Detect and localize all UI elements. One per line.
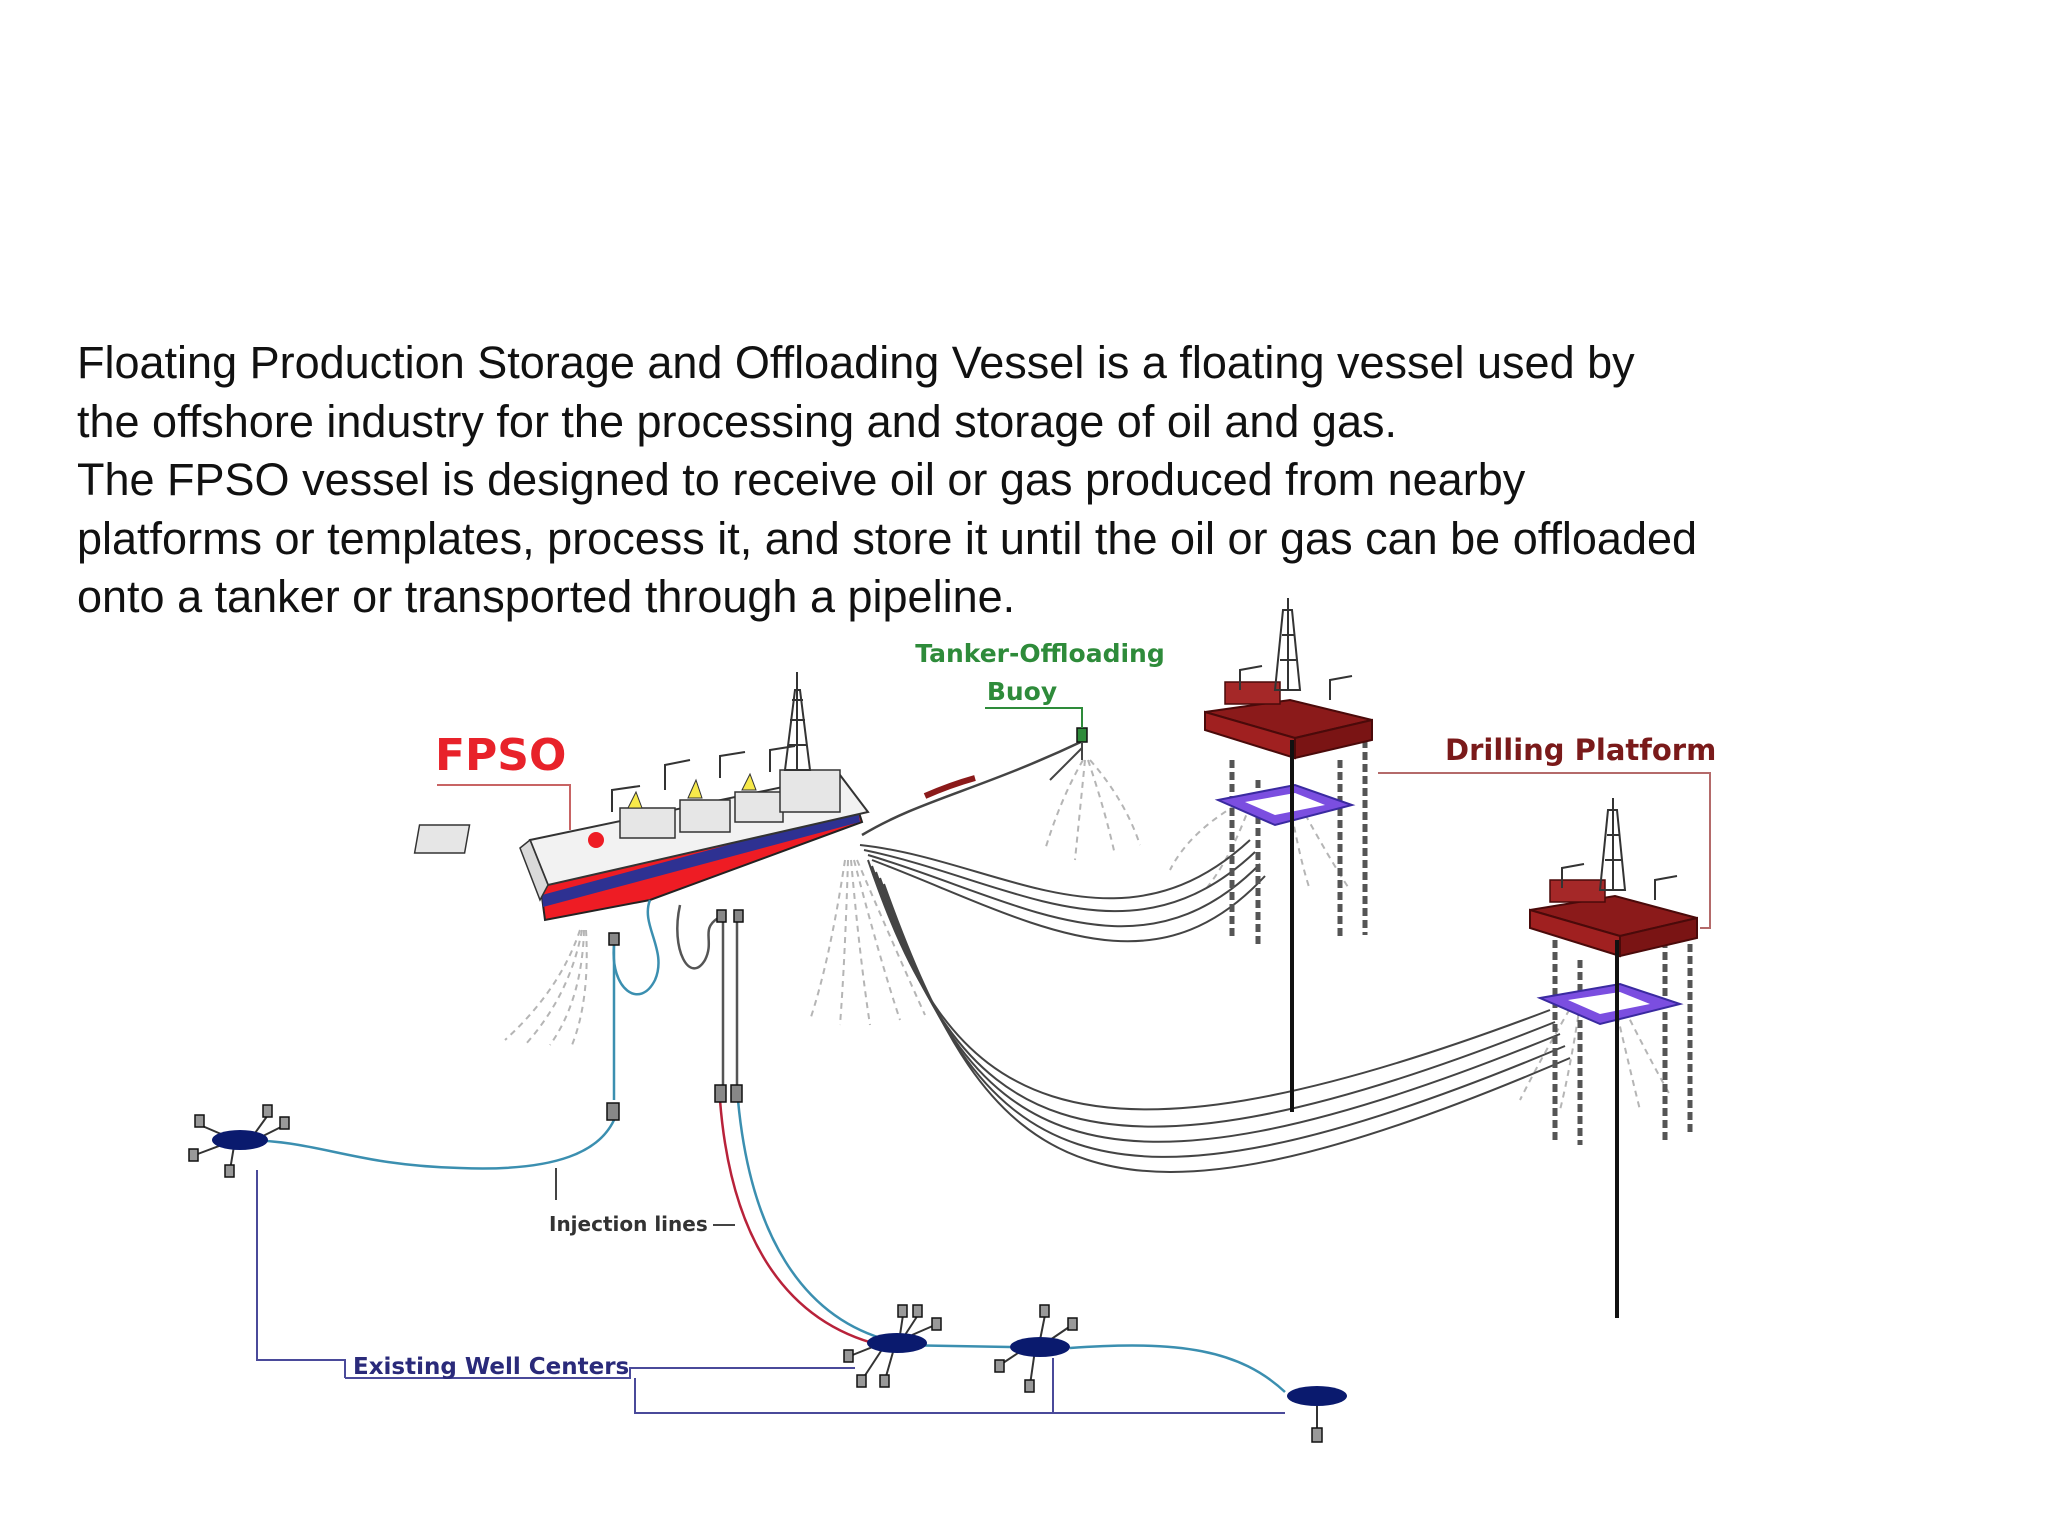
drilling-platform-label: Drilling Platform bbox=[1445, 733, 1716, 767]
flowlines bbox=[239, 899, 1286, 1393]
buoy-label-line-1: Tanker-Offloading bbox=[915, 639, 1164, 668]
riser-lines bbox=[859, 738, 1571, 1173]
fpso-label: FPSO bbox=[435, 730, 566, 781]
intro-line-1: Floating Production Storage and Offloadi… bbox=[77, 337, 1635, 388]
well-centers bbox=[188, 1104, 1347, 1443]
fpso-derrick bbox=[783, 672, 812, 771]
drilling-platform-b bbox=[1529, 798, 1698, 1318]
intro-line-3: The FPSO vessel is designed to receive o… bbox=[77, 454, 1526, 505]
buoy-label-line-2: Buoy bbox=[987, 677, 1057, 706]
well-center-2 bbox=[843, 1304, 942, 1388]
drilling-platform-a bbox=[1204, 598, 1373, 1112]
injection-lines-label: Injection lines bbox=[549, 1212, 708, 1236]
fpso-vessel bbox=[413, 672, 870, 922]
riser-bases bbox=[606, 909, 744, 1121]
intro-line-4: platforms or templates, process it, and … bbox=[77, 512, 1698, 564]
intro-line-5: onto a tanker or transported through a p… bbox=[77, 571, 1016, 622]
intro-line-2: the offshore industry for the processing… bbox=[77, 395, 1397, 447]
well-center-4 bbox=[1287, 1386, 1347, 1443]
buoy-hose-section bbox=[923, 775, 976, 799]
label-leaders bbox=[256, 707, 1711, 1414]
well-center-1 bbox=[188, 1104, 290, 1178]
intro-text: Floating Production Storage and Offloadi… bbox=[77, 334, 1977, 627]
existing-well-centers-label: Existing Well Centers bbox=[353, 1354, 629, 1380]
well-center-3 bbox=[994, 1304, 1078, 1393]
